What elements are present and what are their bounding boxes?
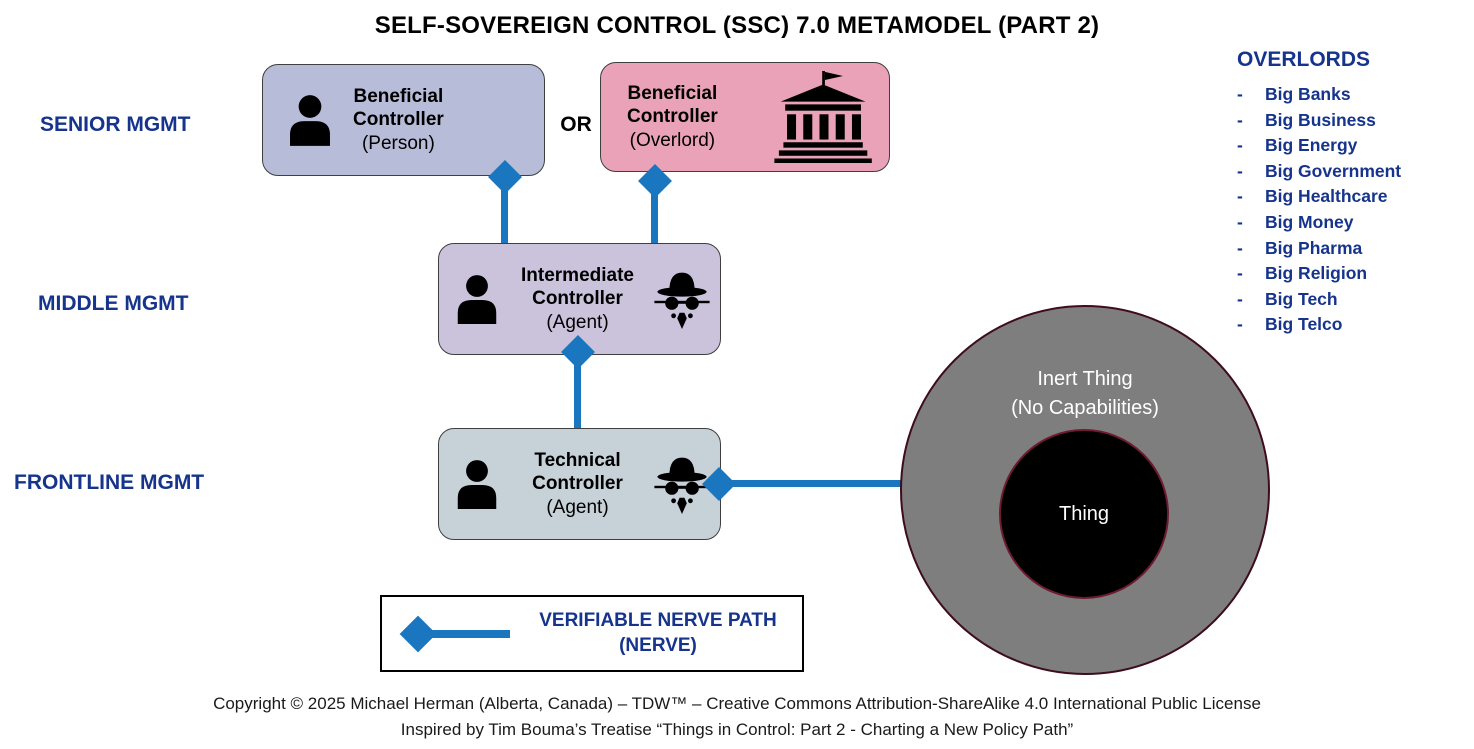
bullet-dash: -: [1237, 109, 1243, 130]
legend-label-line: VERIFIABLE NERVE PATH: [539, 609, 777, 631]
list-item: - Big Energy: [1237, 133, 1401, 159]
overlord-name: Big Government: [1265, 160, 1402, 181]
senior-mgmt-label: SENIOR MGMT: [40, 113, 191, 136]
box-label-line: Controller: [627, 106, 718, 128]
overlord-name: Big Business: [1265, 109, 1376, 130]
inert-thing-label-line: Inert Thing: [1037, 368, 1133, 390]
list-item: - Big Banks: [1237, 82, 1401, 108]
nerve-line-icon: [418, 630, 510, 638]
overlord-name: Big Telco: [1265, 314, 1343, 335]
nerve-line-person-to-intermediate: [501, 172, 508, 245]
beneficial-controller-person-box: Beneficial Controller (Person): [262, 64, 545, 176]
list-item: - Big Government: [1237, 159, 1401, 185]
person-icon: [451, 454, 503, 514]
technical-controller-box: Technical Controller (Agent): [438, 428, 721, 540]
box-label-line: Controller: [532, 473, 623, 495]
bullet-dash: -: [1237, 288, 1243, 309]
bullet-dash: -: [1237, 160, 1243, 181]
overlords-list: - Big Banks - Big Business - Big Energy - Bi…: [1237, 82, 1401, 338]
list-item: - Big Business: [1237, 108, 1401, 134]
list-item: - Big Telco: [1237, 312, 1401, 338]
list-item: - Big Money: [1237, 210, 1401, 236]
bullet-dash: -: [1237, 263, 1243, 284]
box-label: Beneficial Controller (Overlord): [627, 82, 718, 152]
box-label: Beneficial Controller (Person): [353, 85, 444, 155]
overlord-name: Big Healthcare: [1265, 186, 1388, 207]
attribution-line: Inspired by Tim Bouma’s Treatise “Things…: [400, 720, 1074, 739]
copyright-line: Copyright © 2025 Michael Herman (Alberta…: [213, 694, 1261, 713]
frontline-mgmt-label: FRONTLINE MGMT: [14, 471, 205, 494]
inert-thing-circle: Inert Thing (No Capabilities) Thing: [900, 305, 1270, 675]
nerve-line-overlord-to-intermediate: [651, 170, 658, 245]
overlords-panel: OVERLORDS - Big Banks - Big Business - Big …: [1237, 48, 1401, 338]
page-title: SELF-SOVEREIGN CONTROL (SSC) 7.0 METAMOD…: [374, 12, 1100, 39]
thing-label: Thing: [1058, 502, 1110, 525]
list-item: - Big Religion: [1237, 261, 1401, 287]
bullet-dash: -: [1237, 211, 1243, 232]
legend-label-line: (NERVE): [619, 634, 697, 656]
spy-agent-icon: [652, 446, 712, 522]
overlord-name: Big Banks: [1265, 84, 1351, 104]
nerve-diamond-icon: [399, 615, 437, 653]
box-label-line: Beneficial: [353, 86, 444, 108]
box-label: Intermediate Controller (Agent): [503, 264, 652, 334]
box-label-line: (Person): [361, 132, 435, 154]
nerve-line-intermediate-to-technical: [574, 352, 581, 430]
middle-mgmt-label: MIDDLE MGMT: [38, 292, 189, 315]
spy-agent-icon: [652, 261, 712, 337]
box-label-line: Beneficial: [627, 83, 718, 105]
box-label-line: Intermediate: [521, 265, 634, 287]
bullet-dash: -: [1237, 314, 1243, 335]
list-item: - Big Tech: [1237, 287, 1401, 313]
government-building-icon: [771, 71, 877, 163]
box-label-line: Controller: [353, 109, 444, 131]
overlord-name: Big Money: [1265, 211, 1354, 232]
box-label-line: (Agent): [546, 496, 609, 518]
intermediate-controller-box: Intermediate Controller (Agent): [438, 243, 721, 355]
person-icon: [283, 89, 337, 151]
box-label-line: (Agent): [546, 311, 609, 333]
box-label-line: (Overlord): [629, 129, 716, 151]
bullet-dash: -: [1237, 135, 1243, 156]
bullet-dash: -: [1237, 186, 1243, 207]
overlords-heading: OVERLORDS: [1237, 48, 1371, 71]
bullet-dash: -: [1237, 237, 1243, 258]
overlord-name: Big Energy: [1265, 135, 1358, 156]
nerve-line-technical-to-thing: [717, 480, 909, 487]
thing-circle: Thing: [999, 429, 1169, 599]
nerve-path-glyph: [382, 597, 532, 670]
person-icon: [451, 269, 503, 329]
inert-thing-label-line: (No Capabilities): [1011, 397, 1159, 419]
box-label-line: Technical: [534, 450, 621, 472]
list-item: - Big Pharma: [1237, 236, 1401, 262]
inert-thing-label: Inert Thing (No Capabilities): [902, 365, 1268, 423]
beneficial-controller-overlord-box: Beneficial Controller (Overlord): [600, 62, 890, 172]
overlord-name: Big Tech: [1265, 288, 1338, 309]
box-label-line: Controller: [532, 288, 623, 310]
list-item: - Big Healthcare: [1237, 184, 1401, 210]
box-label: Technical Controller (Agent): [503, 449, 652, 519]
legend-box: VERIFIABLE NERVE PATH (NERVE): [380, 595, 804, 672]
legend-label: VERIFIABLE NERVE PATH (NERVE): [532, 609, 784, 658]
overlord-name: Big Pharma: [1265, 237, 1363, 258]
or-label: OR: [560, 113, 592, 136]
overlord-name: Big Religion: [1265, 263, 1368, 284]
bullet-dash: -: [1237, 84, 1243, 104]
